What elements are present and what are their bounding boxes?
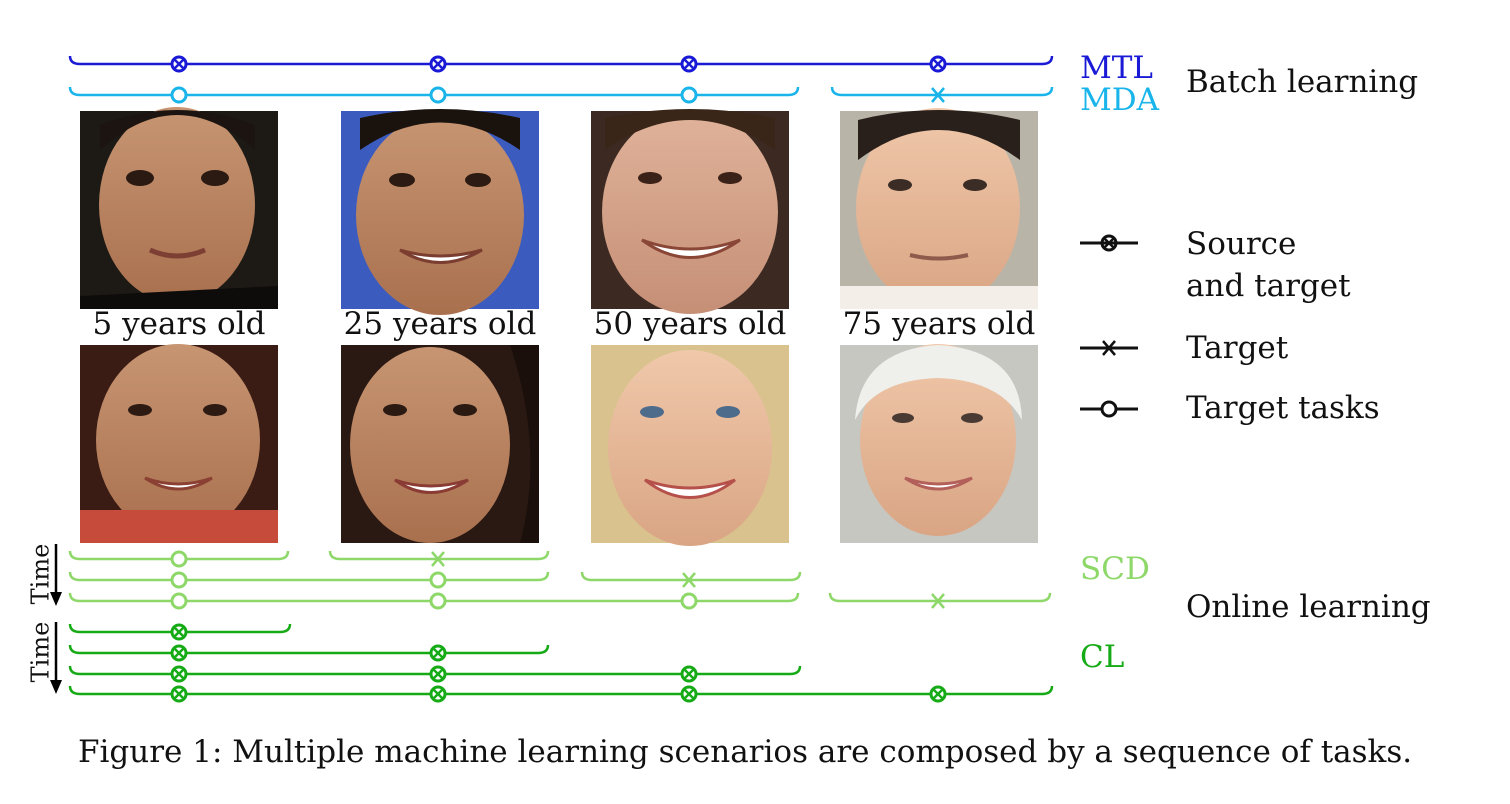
time-axis-bottom: Time bbox=[27, 622, 62, 694]
boy-5-photo bbox=[80, 107, 278, 309]
circle-marker-icon bbox=[1100, 400, 1118, 418]
photo-row-bottom bbox=[80, 344, 1038, 546]
circle-marker-icon bbox=[170, 571, 188, 589]
online-learning-label: Online learning bbox=[1186, 589, 1431, 625]
woman-75-photo bbox=[840, 344, 1038, 543]
circle-marker-icon bbox=[429, 592, 447, 610]
man-75-photo bbox=[840, 108, 1038, 309]
man-50-photo bbox=[591, 109, 789, 314]
circle-marker-icon bbox=[429, 86, 447, 104]
circle-x-marker-icon bbox=[429, 55, 447, 73]
cl-bracket bbox=[68, 685, 1054, 696]
circle-marker-icon bbox=[680, 592, 698, 610]
scenario-labels: MTL MDA Batch learning SCD Online learni… bbox=[1080, 50, 1431, 675]
legend-item-source-and-target: Source and target bbox=[1080, 226, 1351, 304]
legend-item-target: Target bbox=[1080, 330, 1289, 366]
scd-bracket bbox=[68, 571, 550, 582]
woman-25-photo bbox=[341, 345, 539, 543]
circle-x-marker-icon bbox=[170, 665, 188, 683]
age-label: 50 years old bbox=[594, 306, 787, 342]
x-marker-icon bbox=[682, 572, 696, 588]
circle-x-marker-icon bbox=[429, 644, 447, 662]
legend: Source and target Target Target tasks bbox=[1080, 226, 1380, 426]
man-25-photo bbox=[341, 109, 539, 315]
circle-x-marker-icon bbox=[680, 55, 698, 73]
circle-x-marker-icon bbox=[1100, 234, 1118, 252]
mtl-label: MTL bbox=[1080, 50, 1153, 86]
online-learning-lines bbox=[68, 550, 1054, 703]
circle-x-marker-icon bbox=[170, 685, 188, 703]
time-label: Time bbox=[27, 622, 55, 683]
circle-marker-icon bbox=[170, 550, 188, 568]
time-axis-top: Time bbox=[27, 544, 62, 606]
legend-item-target-tasks: Target tasks bbox=[1080, 390, 1380, 426]
legend-label: Target tasks bbox=[1186, 390, 1380, 426]
age-label: 25 years old bbox=[344, 306, 537, 342]
circle-marker-icon bbox=[170, 86, 188, 104]
legend-label: Target bbox=[1186, 330, 1289, 366]
mda-bracket bbox=[830, 86, 1054, 97]
circle-marker-icon bbox=[170, 592, 188, 610]
photo-row-top bbox=[80, 107, 1038, 315]
batch-learning-lines bbox=[68, 55, 1054, 104]
circle-x-marker-icon bbox=[170, 644, 188, 662]
legend-label: Source bbox=[1186, 226, 1296, 262]
circle-x-marker-icon bbox=[429, 685, 447, 703]
batch-learning-label: Batch learning bbox=[1186, 64, 1418, 100]
figure-caption: Figure 1: Multiple machine learning scen… bbox=[78, 734, 1413, 770]
x-marker-icon bbox=[931, 87, 945, 103]
circle-x-marker-icon bbox=[929, 685, 947, 703]
circle-marker-icon bbox=[680, 86, 698, 104]
girl-5-photo bbox=[80, 344, 278, 543]
time-label: Time bbox=[27, 544, 55, 605]
scd-bracket bbox=[580, 571, 802, 582]
circle-x-marker-icon bbox=[170, 623, 188, 641]
arrow-down-icon bbox=[50, 680, 62, 694]
circle-marker-icon bbox=[429, 571, 447, 589]
cl-label: CL bbox=[1080, 639, 1124, 675]
mda-label: MDA bbox=[1080, 82, 1160, 118]
circle-x-marker-icon bbox=[429, 665, 447, 683]
circle-x-marker-icon bbox=[680, 665, 698, 683]
circle-x-marker-icon bbox=[170, 55, 188, 73]
age-label: 75 years old bbox=[843, 306, 1036, 342]
age-label: 5 years old bbox=[93, 306, 266, 342]
circle-x-marker-icon bbox=[929, 55, 947, 73]
cl-bracket bbox=[68, 644, 550, 655]
circle-x-marker-icon bbox=[680, 685, 698, 703]
x-marker-icon bbox=[431, 551, 445, 567]
scd-bracket bbox=[828, 592, 1052, 603]
scd-label: SCD bbox=[1080, 551, 1150, 587]
arrow-down-icon bbox=[50, 592, 62, 606]
mtl-bracket bbox=[68, 55, 1054, 66]
woman-50-photo bbox=[591, 345, 789, 546]
x-marker-icon bbox=[1102, 340, 1116, 356]
legend-label: and target bbox=[1186, 268, 1351, 304]
x-marker-icon bbox=[931, 593, 945, 609]
age-labels: 5 years old 25 years old 50 years old 75… bbox=[93, 306, 1036, 342]
